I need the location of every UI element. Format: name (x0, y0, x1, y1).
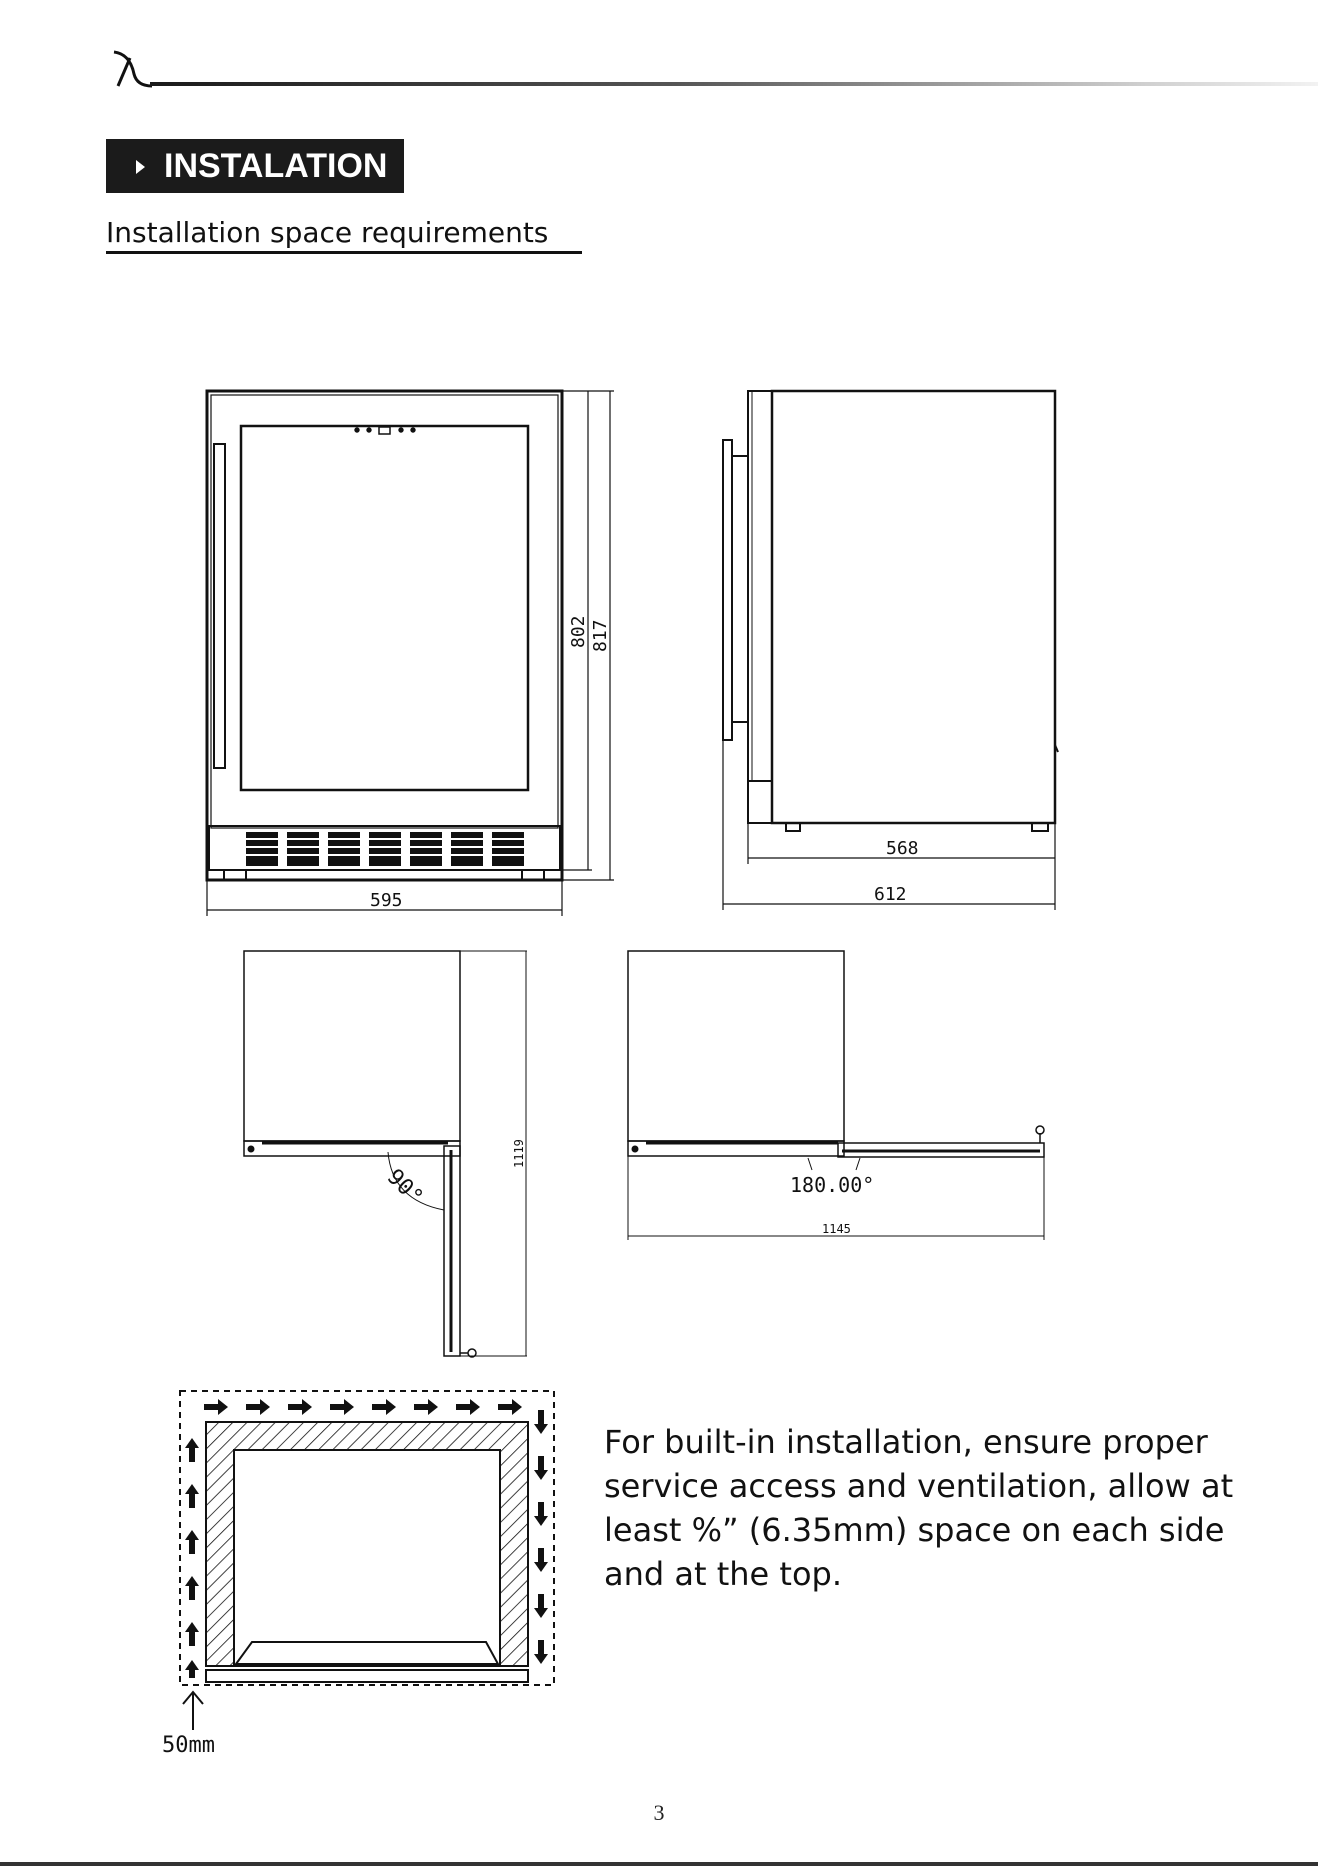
installation-note: For built-in installation, ensure proper… (604, 1420, 1284, 1596)
dimension-568: 568 (886, 838, 919, 859)
clearance-50mm-label: 50mm (162, 1733, 215, 1758)
airflow-arrows-left (185, 1438, 199, 1678)
door-open-90-drawing (244, 951, 527, 1357)
dimension-802: 802 (568, 615, 589, 648)
vent-grille (246, 832, 524, 866)
dimension-1145: 1145 (822, 1222, 851, 1236)
angle-90-label: 90° (382, 1165, 428, 1211)
ventilation-diagram (180, 1391, 554, 1685)
airflow-arrows-right (534, 1410, 548, 1664)
dimension-817: 817 (590, 619, 611, 652)
clearance-pointer-arrow-icon (183, 1692, 203, 1730)
dimension-1119: 1119 (512, 1139, 526, 1168)
front-view-drawing (207, 391, 562, 880)
dimension-612: 612 (874, 884, 907, 905)
page-number: 3 (0, 1800, 1318, 1826)
dimension-595: 595 (370, 890, 403, 911)
angle-180-label: 180.00° (790, 1173, 874, 1197)
side-view-drawing (723, 391, 1058, 831)
airflow-arrows-top (204, 1399, 522, 1415)
page-bottom-edge (0, 1862, 1318, 1866)
